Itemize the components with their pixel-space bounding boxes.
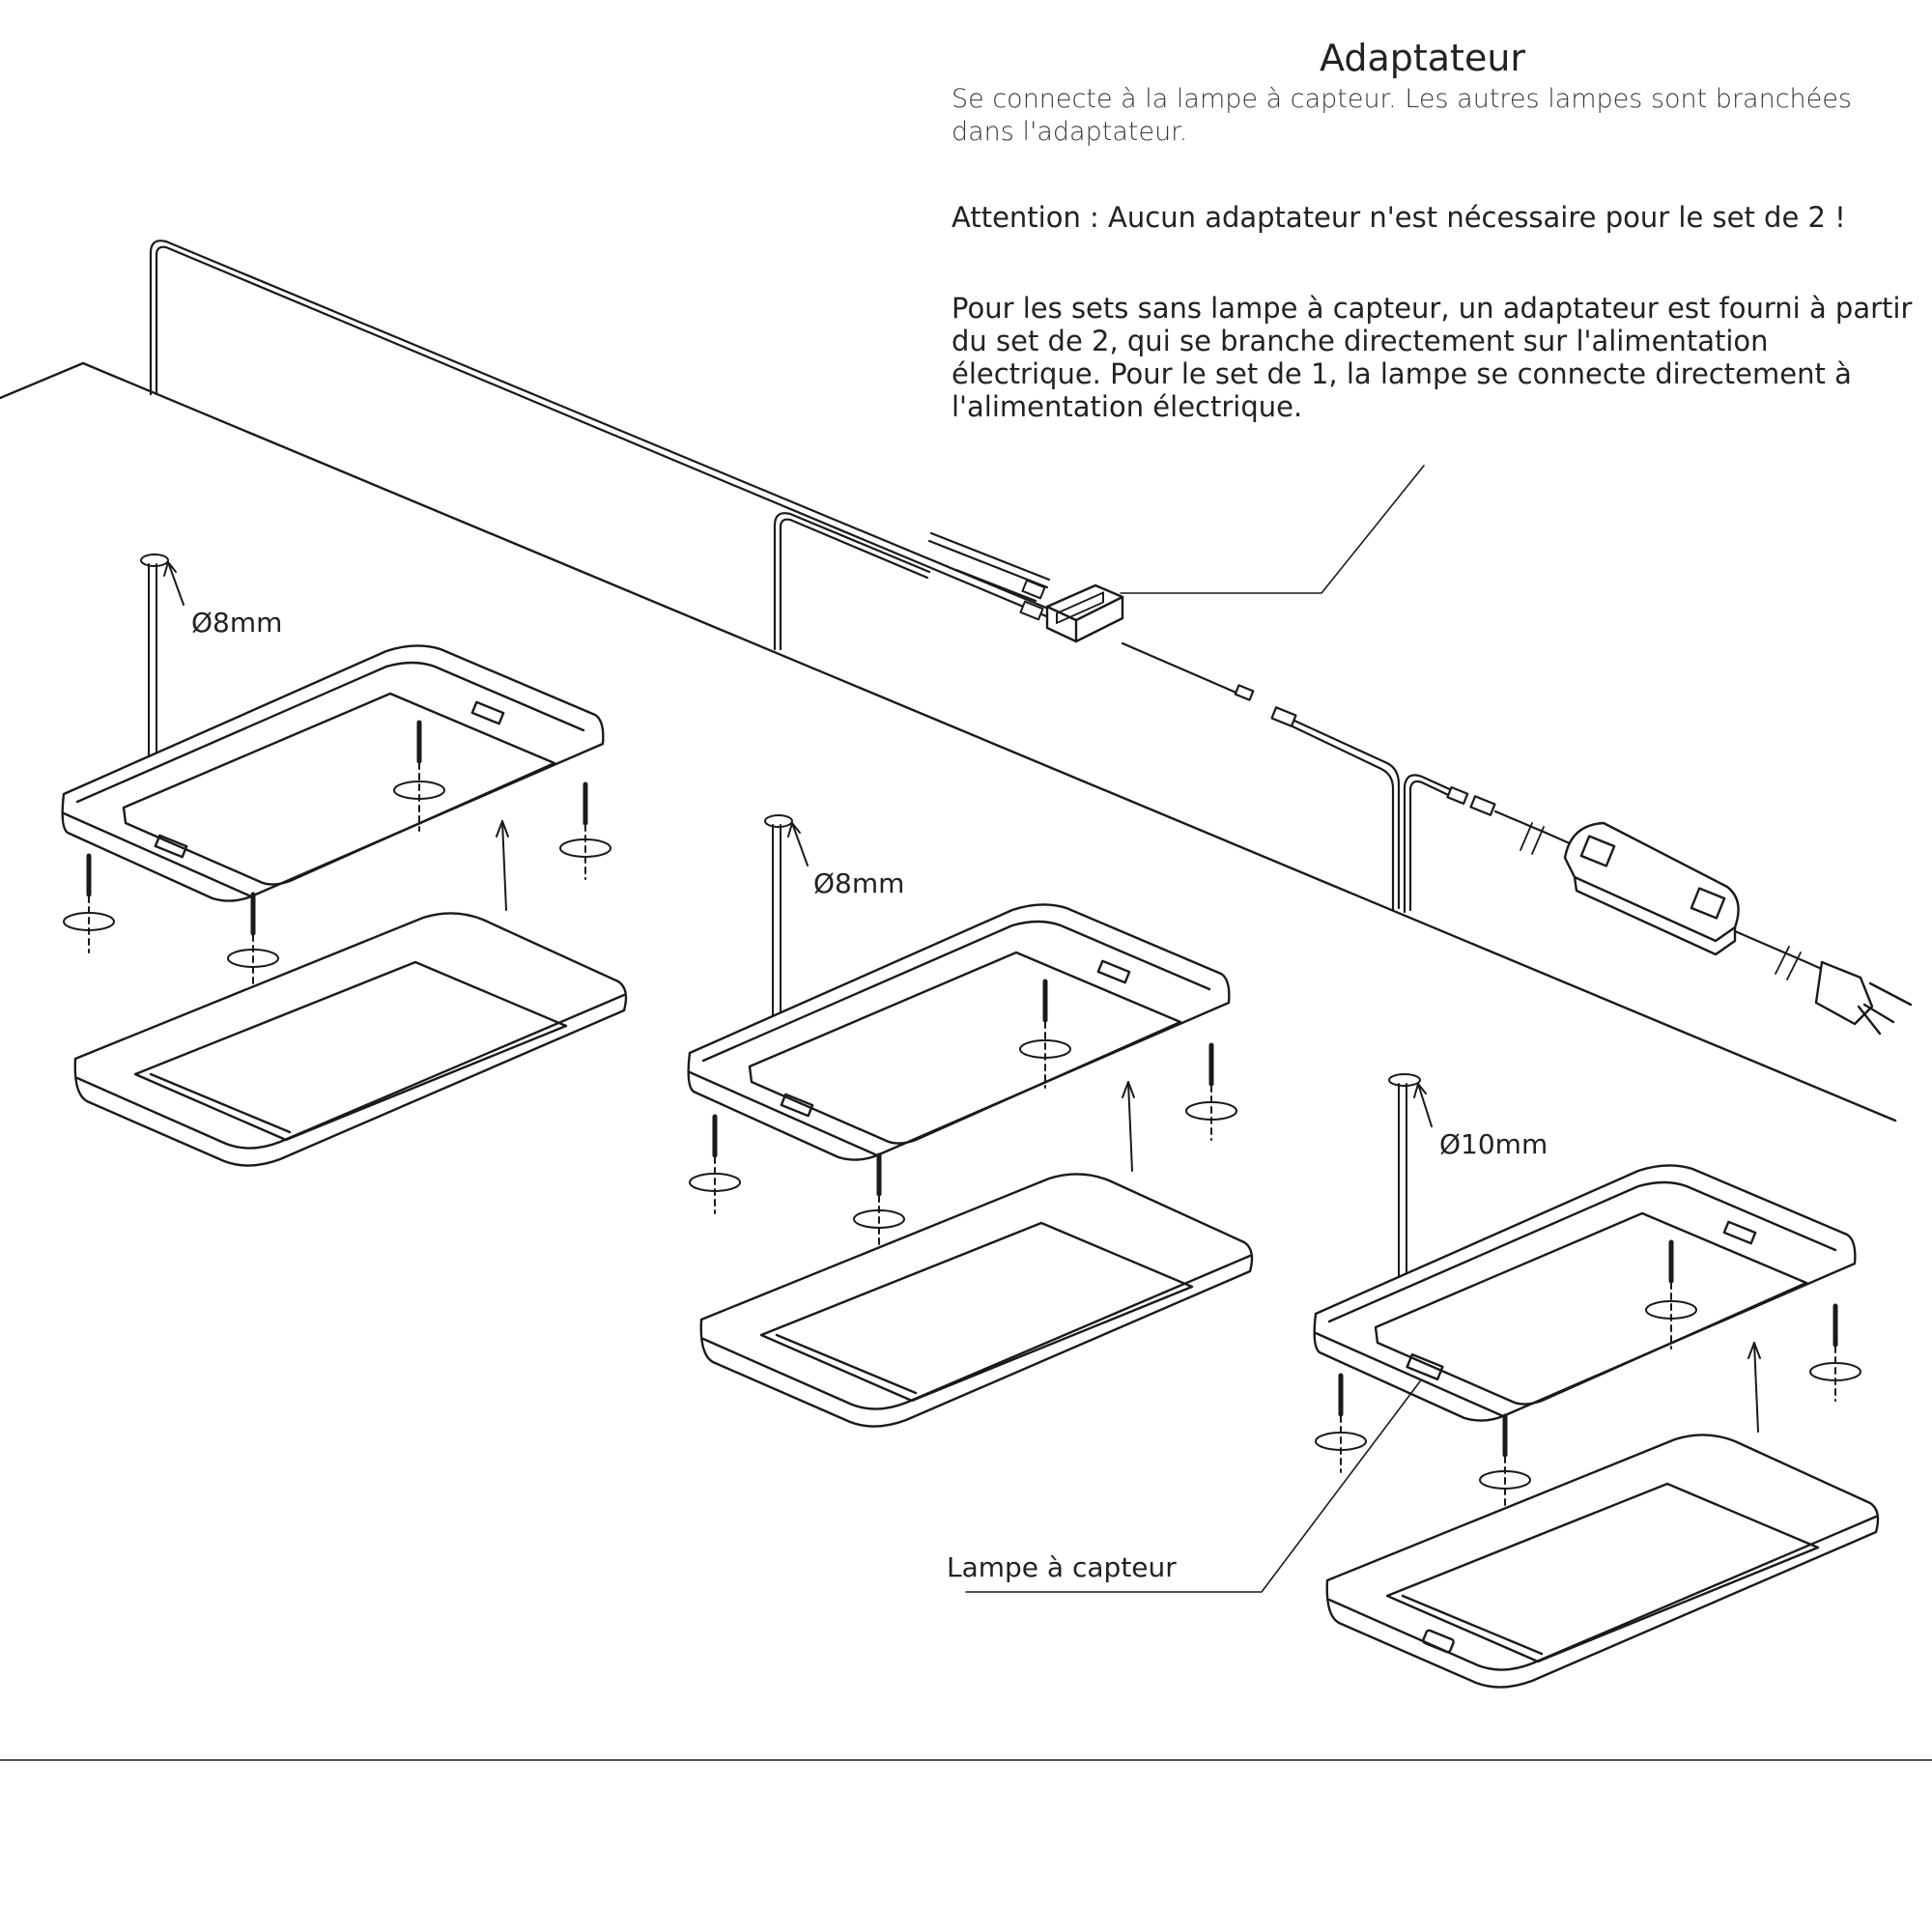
lamp3-panel [1325, 1434, 1880, 1689]
adapter-box [1045, 583, 1124, 643]
lamp3-arrow [1747, 1342, 1761, 1433]
lamp2-group [687, 814, 1254, 1428]
lamp1-hole [140, 554, 185, 764]
lamp2-cable [773, 512, 931, 651]
sensor-switch [1422, 1629, 1455, 1654]
power-supply [1563, 821, 1740, 956]
adapter-connector-left-2 [1019, 600, 1044, 621]
adapter-title: Adaptateur [1320, 37, 1526, 79]
lamp2-arrow [1122, 1081, 1135, 1172]
sensor-lamp-label: Lampe à capteur [947, 1551, 1177, 1583]
lamp1-screws [63, 720, 611, 990]
lamp1-mounting-frame [61, 644, 605, 902]
lamp1-hole-diameter: Ø8mm [191, 607, 283, 639]
plug-cable [1733, 929, 1826, 980]
lamp2-screws [689, 979, 1237, 1251]
lamp2-hole-diameter: Ø8mm [813, 867, 905, 899]
driver-cable [1403, 774, 1582, 914]
adapter-callout-line [1120, 465, 1425, 594]
main-cable [149, 240, 1055, 620]
adapter-description: Se connecte à la lampe à capteur. Les au… [952, 84, 1852, 147]
lamp1-group [61, 554, 628, 1167]
lamp1-panel [73, 912, 628, 1167]
lamp3-hole [1388, 1073, 1433, 1286]
lamp2-hole [764, 814, 809, 1025]
lamp3-mounting-frame [1313, 1164, 1857, 1422]
cabinet-surface [0, 361, 1897, 1122]
lamp3-group [965, 1073, 1880, 1689]
adapter-note: Pour les sets sans lampe à capteur, un a… [952, 292, 1913, 423]
adapter-to-driver-cable [1121, 641, 1401, 912]
lamp2-panel [699, 1173, 1254, 1428]
lamp3-hole-diameter: Ø10mm [1439, 1128, 1548, 1160]
lamp2-mounting-frame [687, 903, 1231, 1161]
lamp1-arrow [496, 820, 509, 911]
adapter-connector-left [1021, 579, 1046, 600]
power-plug [1814, 960, 1913, 1036]
sensor-callout-line [965, 1380, 1421, 1593]
lamp3-screws [1315, 1239, 1861, 1512]
adapter-warning: Attention : Aucun adaptateur n'est néces… [952, 201, 1846, 234]
